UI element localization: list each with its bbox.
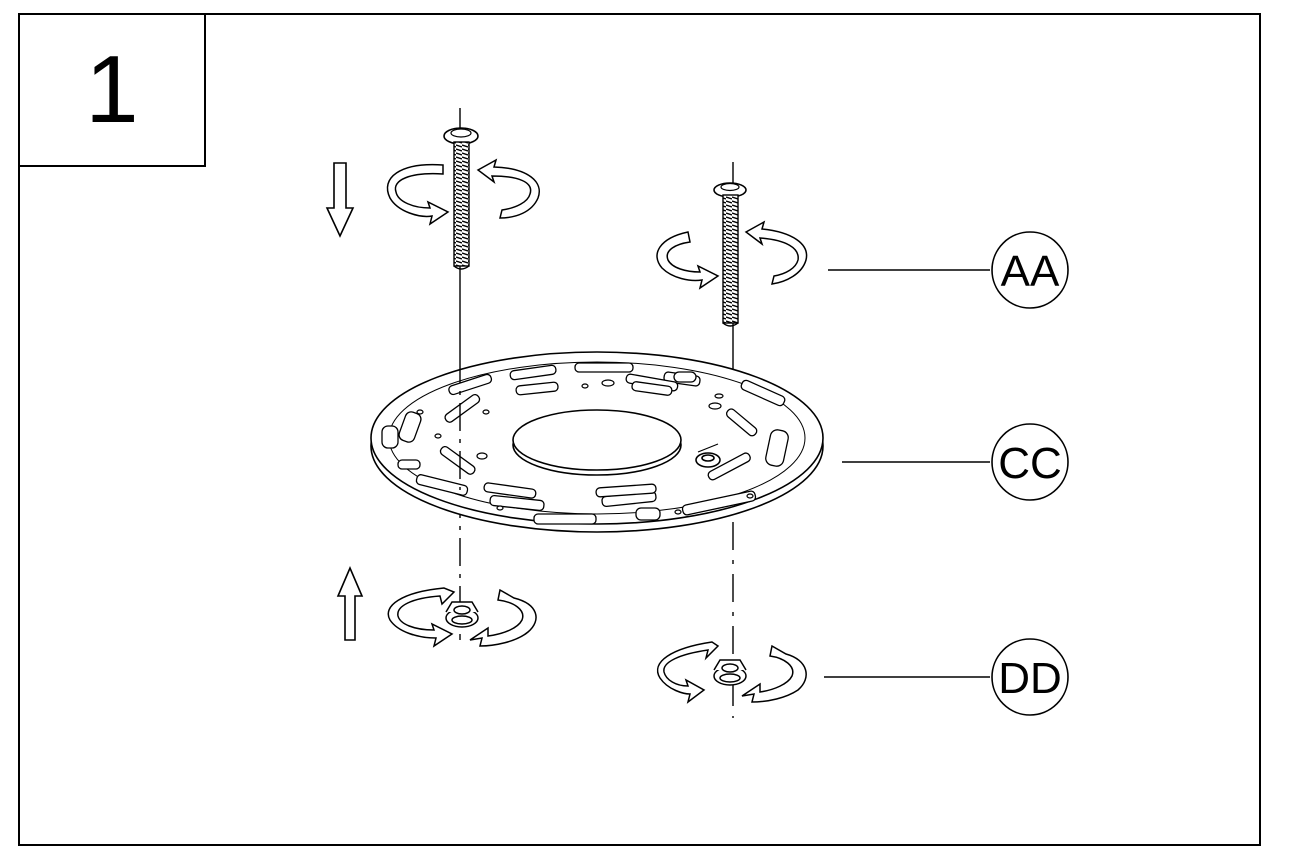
callout-label-CC: CC xyxy=(998,439,1062,488)
callout-circle-CC xyxy=(991,423,1069,501)
callout-circle-AA xyxy=(991,231,1069,309)
step-number: 1 xyxy=(85,36,139,143)
diagram-frame xyxy=(18,13,1261,846)
right-nut xyxy=(713,659,747,686)
right-bolt-rotation-arrows xyxy=(656,220,808,290)
up-arrow xyxy=(336,565,364,641)
down-arrow xyxy=(325,162,355,238)
callout-CC: CC xyxy=(842,423,1069,501)
right-bolt xyxy=(713,182,747,327)
mounting-plate xyxy=(370,351,824,533)
callout-circle-DD xyxy=(991,638,1069,716)
left-bolt xyxy=(443,127,479,270)
callout-label-DD: DD xyxy=(998,654,1062,703)
left-nut xyxy=(445,601,479,628)
callout-label-AA: AA xyxy=(1001,247,1060,296)
callout-DD: DD xyxy=(824,638,1069,716)
callout-AA: AA xyxy=(828,231,1069,309)
left-bolt-rotation-arrows xyxy=(386,158,540,226)
left-nut-rotation-arrows xyxy=(387,587,537,648)
right-nut-rotation-arrows xyxy=(656,641,807,704)
step-number-box: 1 xyxy=(18,13,206,167)
